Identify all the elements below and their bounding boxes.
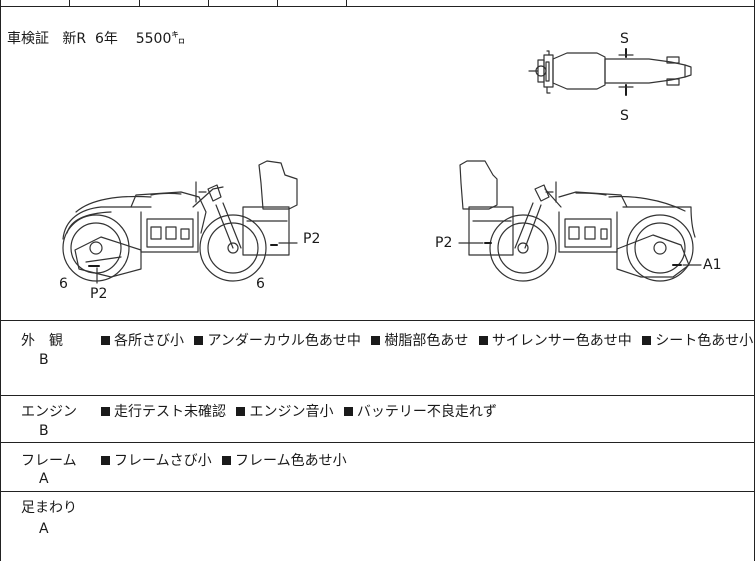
right-a1-label: A1 — [703, 257, 721, 273]
motorcycle-top-view — [528, 48, 692, 96]
section-row-engine: エンジン B 走行テスト未確認 エンジン音小 バッテリー不良走れず — [1, 397, 755, 443]
note-item: サイレンサー色あせ中 — [478, 333, 632, 349]
inspection-status: 新R — [62, 31, 87, 47]
top-view-front-mark: S — [620, 31, 629, 47]
inspection-years: 6年 — [95, 31, 118, 47]
section-row-suspension: 足まわり A — [1, 493, 755, 561]
top-view-rear-mark: S — [620, 108, 629, 124]
note-item: 樹脂部色あせ — [371, 333, 468, 349]
table-divider — [69, 0, 70, 7]
section-category: 外 観 — [21, 333, 63, 349]
damage-diagram-section: 車検証 新R 6年 5500㌔ — [1, 7, 755, 321]
inspection-info: 車検証 新R 6年 5500㌔ — [7, 28, 185, 48]
mileage: 5500㌔ — [135, 31, 186, 47]
motorcycle-damage-diagram: S S P2 P2 6 6 P2 A1 — [59, 31, 721, 302]
table-divider — [139, 0, 140, 7]
section-category: エンジン — [21, 404, 77, 420]
section-row-exterior: 外 観 B 各所さび小 アンダーカウル色あせ中 樹脂部色あせ サイレンサー色あせ… — [1, 322, 755, 396]
section-grade: A — [39, 521, 49, 537]
left-front-p2-label: P2 — [90, 286, 107, 302]
section-notes: フレームさび小 フレーム色あせ小 — [101, 450, 353, 470]
top-table-edge — [1, 0, 755, 7]
inspection-label: 車検証 — [7, 31, 49, 47]
section-category: フレーム — [21, 453, 77, 469]
note-item: 走行テスト未確認 — [101, 404, 226, 420]
table-divider — [208, 0, 209, 7]
left-front-wheel-6-label: 6 — [59, 276, 68, 292]
section-grade: B — [39, 423, 49, 439]
motorcycle-right-side-view — [458, 160, 702, 282]
note-item: フレーム色あせ小 — [222, 453, 347, 469]
section-notes: 各所さび小 アンダーカウル色あせ中 樹脂部色あせ サイレンサー色あせ中 シート色… — [101, 330, 755, 350]
left-rear-p2-label: P2 — [303, 231, 320, 247]
right-p2-label: P2 — [435, 235, 452, 251]
section-grade: A — [39, 471, 49, 487]
section-grade: B — [39, 352, 49, 368]
note-item: エンジン音小 — [236, 404, 333, 420]
section-category: 足まわり — [21, 500, 77, 516]
section-notes: 走行テスト未確認 エンジン音小 バッテリー不良走れず — [101, 401, 503, 421]
motorcycle-left-side-view — [62, 160, 298, 284]
left-rear-wheel-6-label: 6 — [256, 276, 265, 292]
note-item: 各所さび小 — [101, 333, 184, 349]
note-item: シート色あせ小 — [642, 333, 753, 349]
note-item: フレームさび小 — [101, 453, 212, 469]
section-row-frame: フレーム A フレームさび小 フレーム色あせ小 — [1, 444, 755, 492]
note-item: バッテリー不良走れず — [343, 404, 497, 420]
table-divider — [346, 0, 347, 7]
table-divider — [277, 0, 278, 7]
note-item: アンダーカウル色あせ中 — [194, 333, 361, 349]
